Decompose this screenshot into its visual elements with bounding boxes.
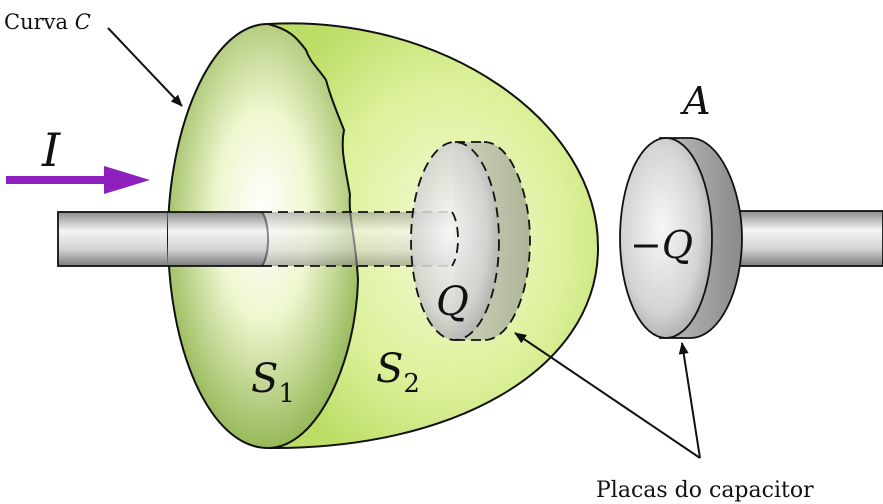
current-arrow (6, 166, 150, 194)
left-capacitor-plate (410, 141, 531, 341)
negative-charge-label: −Q (630, 223, 693, 267)
plate-pointer-arrow-left (514, 332, 701, 459)
surface-s2-label: S2 (376, 346, 420, 399)
positive-charge-label: Q (436, 279, 469, 325)
current-label: I (41, 123, 61, 177)
curve-pointer-arrow (107, 27, 183, 107)
curve-label: Curva C (4, 10, 91, 34)
capacitor-plates-label: Placas do capacitor (596, 478, 814, 503)
wire-front-segment (168, 211, 269, 267)
surface-s1-label: S1 (251, 356, 295, 409)
plate-area-label: A (680, 79, 710, 123)
plate-pointer-arrow-right (678, 342, 701, 459)
right-capacitor-plate (619, 137, 743, 339)
